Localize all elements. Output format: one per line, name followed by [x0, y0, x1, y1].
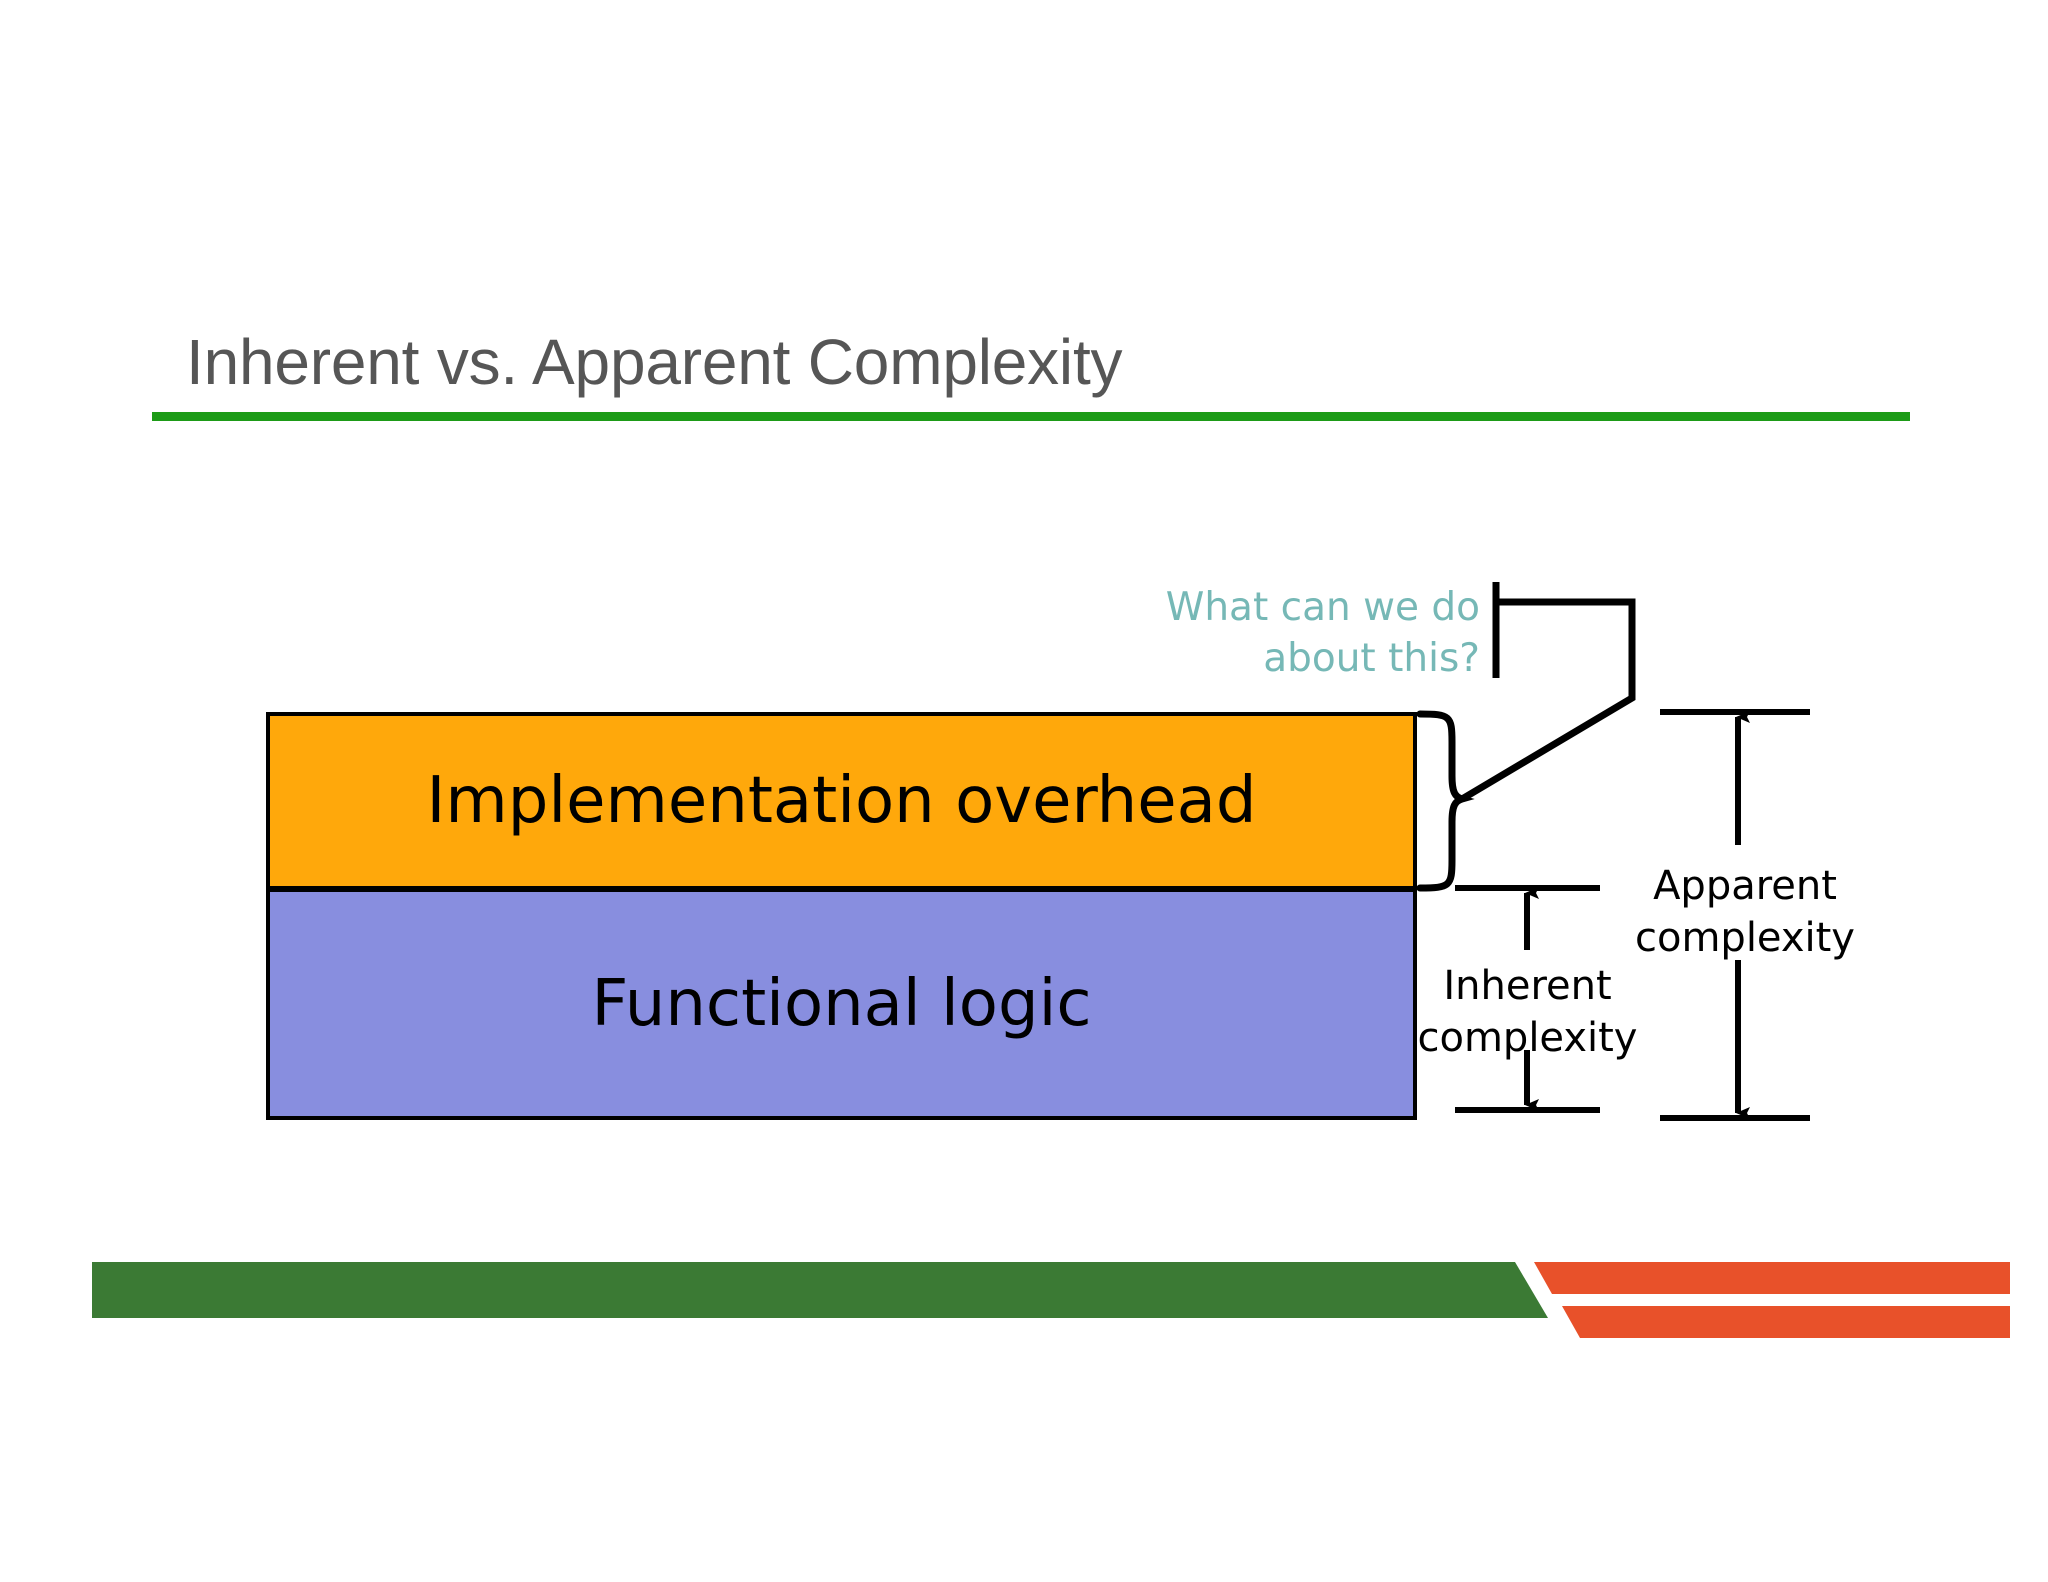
- box-functional-logic[interactable]: Functional logic: [266, 888, 1417, 1120]
- box-implementation-overhead-label: Implementation overhead: [426, 764, 1257, 838]
- slide-title-text: Inherent vs. Apparent Complexity: [186, 326, 1123, 398]
- footer-orange-bar-top: [1534, 1262, 2010, 1294]
- label-apparent-complexity: Apparent complexity: [1635, 863, 1855, 961]
- box-implementation-overhead[interactable]: Implementation overhead: [266, 712, 1417, 890]
- overhead-curly-brace: [1416, 710, 1475, 892]
- title-underline-rule: [152, 412, 1910, 421]
- callout-question-text: What can we do about this?: [1165, 585, 1480, 681]
- label-inherent-complexity: Inherent complexity: [1417, 963, 1638, 1061]
- box-functional-logic-label: Functional logic: [591, 967, 1092, 1041]
- footer-green-parallelogram: [92, 1262, 1548, 1318]
- page-title: Inherent vs. Apparent Complexity: [186, 316, 1886, 408]
- footer-orange-bar-bottom: [1562, 1306, 2010, 1338]
- callout-leader-elbow: [1460, 598, 1636, 803]
